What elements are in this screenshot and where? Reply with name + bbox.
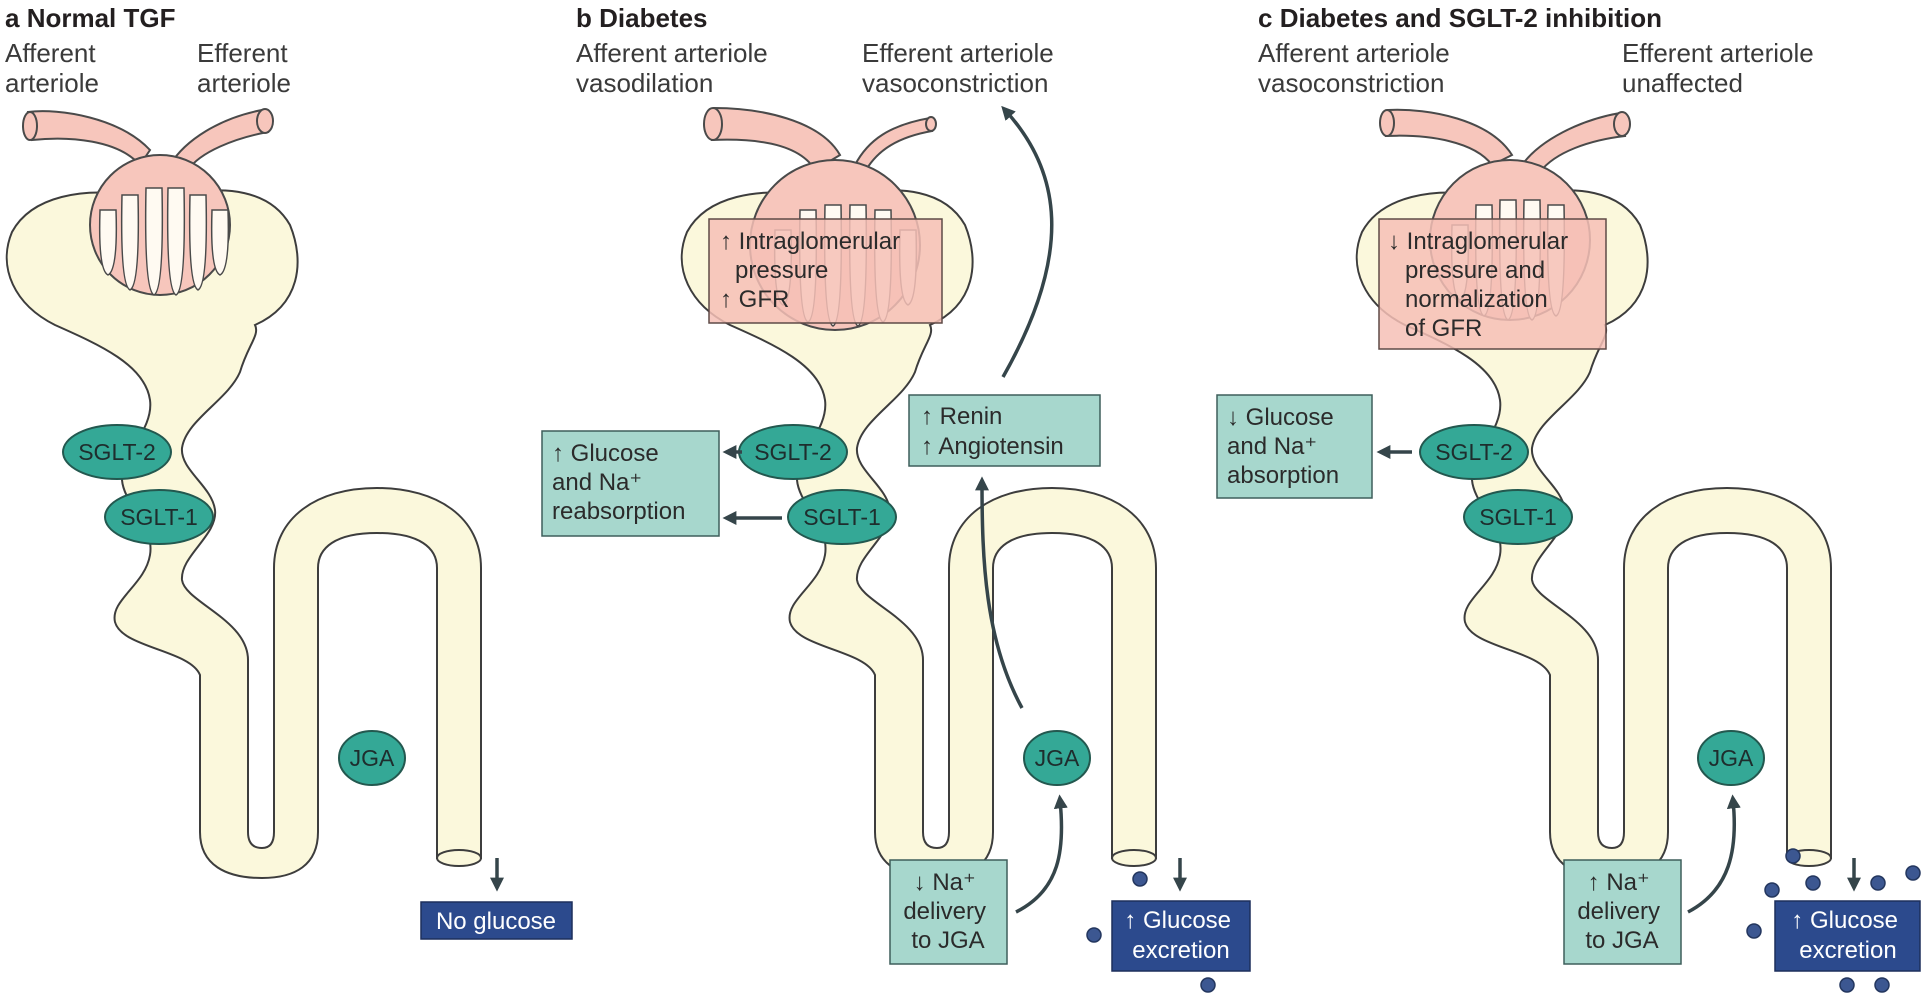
efferent-arteriole — [1520, 111, 1627, 174]
jga-to-renin-arrow — [975, 476, 1024, 709]
panel-c: c Diabetes and SGLT-2 inhibition Afferen… — [1216, 3, 1921, 993]
svg-text:JGA: JGA — [350, 745, 395, 771]
glomerulus — [89, 154, 231, 296]
svg-text:↑ Glucose and Na⁺: ↑ Glucose and Na⁺ reabsorption — [552, 440, 685, 525]
afferent-arteriole — [710, 106, 842, 172]
svg-text:No glucose: No glucose — [436, 908, 556, 935]
glucose-dot — [1874, 977, 1890, 993]
na-delivery-arrow — [1687, 794, 1741, 914]
svg-text:SGLT-2: SGLT-2 — [1435, 439, 1513, 465]
na-delivery-box: ↓ Na⁺ delivery to JGA — [889, 859, 1008, 965]
svg-text:SGLT-1: SGLT-1 — [803, 504, 881, 530]
sglt2-transporter: SGLT-2 — [1419, 424, 1529, 480]
intraglomerular-pressure-box: ↑ Intraglomerular pressure ↑ GFR — [708, 218, 943, 324]
svg-text:JGA: JGA — [1709, 745, 1754, 771]
svg-text:SGLT-2: SGLT-2 — [754, 439, 832, 465]
sglt1-transporter: SGLT-1 — [787, 489, 897, 545]
na-delivery-arrow — [1015, 794, 1068, 914]
glucose-dot — [1805, 875, 1821, 891]
nephron — [5, 189, 482, 880]
svg-text:↑ Renin ↑ Angiotensin: ↑ Renin ↑ Angiotensin — [921, 403, 1064, 460]
glucose-dot — [1132, 871, 1148, 887]
glucose-reabsorption-box: ↑ Glucose and Na⁺ reabsorption — [541, 430, 720, 537]
svg-text:SGLT-1: SGLT-1 — [120, 504, 198, 530]
panel-b-title: b Diabetes — [576, 3, 708, 33]
svg-text:↓ Na⁺ delivery: ↓ Na⁺ delivery to JGA — [903, 869, 992, 954]
no-glucose-box: No glucose — [420, 901, 573, 940]
svg-text:↑ Glucose excretion: ↑ Glucose excretion — [1124, 907, 1237, 964]
glucose-dot — [1905, 865, 1921, 881]
sglt2-transporter: SGLT-2 — [738, 424, 848, 480]
glucose-dot — [1839, 977, 1855, 993]
na-delivery-box: ↑ Na⁺ delivery to JGA — [1563, 859, 1682, 965]
glucose-dot — [1764, 882, 1780, 898]
glucose-dot — [1785, 848, 1801, 864]
svg-text:JGA: JGA — [1035, 745, 1080, 771]
glucose-dot — [1870, 875, 1886, 891]
glucose-excretion-box: ↑ Glucose excretion — [1774, 900, 1921, 972]
svg-text:↓ Intraglomerular pres: ↓ Intraglomerular pressure and normaliza… — [1388, 228, 1575, 342]
panel-c-title: c Diabetes and SGLT-2 inhibition — [1258, 3, 1662, 33]
efferent-arteriole — [853, 116, 934, 172]
svg-text:SGLT-1: SGLT-1 — [1479, 504, 1557, 530]
intraglomerular-pressure-box: ↓ Intraglomerular pressure and normaliza… — [1378, 218, 1607, 350]
svg-text:↑ Intraglomerular pres: ↑ Intraglomerular pressure ↑ GFR — [720, 228, 907, 313]
glucose-dot — [1086, 927, 1102, 943]
afferent-arteriole — [26, 110, 152, 167]
sglt2-transporter: SGLT-2 — [62, 424, 172, 480]
svg-text:↓ Glucose and Na⁺: ↓ Glucose and Na⁺ absorption — [1227, 404, 1340, 489]
glucose-dot — [1200, 977, 1216, 993]
jga-marker: JGA — [1697, 730, 1765, 786]
glucose-absorption-box: ↓ Glucose and Na⁺ absorption — [1216, 394, 1373, 499]
feedback-arrow — [1001, 105, 1054, 378]
svg-text:↑ Na⁺ delivery: ↑ Na⁺ delivery to JGA — [1577, 869, 1666, 954]
svg-text:↑ Glucose excretion: ↑ Glucose excretion — [1791, 907, 1904, 964]
sglt1-transporter: SGLT-1 — [104, 489, 214, 545]
renin-angiotensin-box: ↑ Renin ↑ Angiotensin — [908, 394, 1101, 467]
svg-text:SGLT-2: SGLT-2 — [78, 439, 156, 465]
jga-marker: JGA — [338, 730, 406, 786]
sglt1-transporter: SGLT-1 — [1463, 489, 1573, 545]
glucose-excretion-box: ↑ Glucose excretion — [1111, 900, 1251, 972]
glucose-dot — [1746, 923, 1762, 939]
jga-marker: JGA — [1023, 730, 1091, 786]
afferent-arteriole — [1384, 108, 1514, 167]
panel-a-title: a Normal TGF — [5, 3, 176, 33]
